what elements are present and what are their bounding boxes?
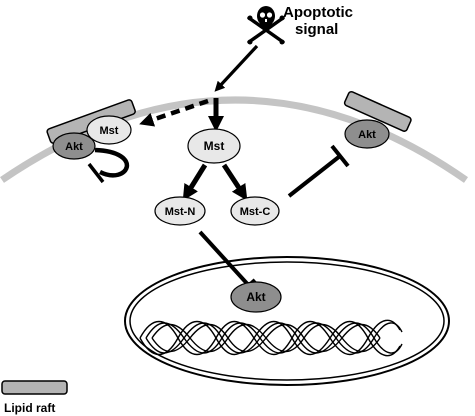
inhibition-bar-c <box>330 144 350 168</box>
mst-center-label: Mst <box>204 139 225 153</box>
translocation-dashed-arrow <box>139 98 209 127</box>
mst-n-label: Mst-N <box>165 206 196 218</box>
mst-center-node <box>187 128 241 164</box>
lipid-raft-right <box>343 90 412 132</box>
akt-right-node <box>344 119 390 149</box>
akt-nucleus-node <box>230 281 282 313</box>
mst-c-node <box>230 196 280 226</box>
legend-raft-swatch <box>1 380 68 395</box>
mst-c-label: Mst-C <box>240 206 271 218</box>
akt-left-node <box>52 132 96 160</box>
mst-membrane-node <box>86 115 132 145</box>
self-inhibition-bar <box>87 162 105 184</box>
signal-label-line1: Apoptotic <box>283 4 353 21</box>
self-inhibition-curve <box>94 147 130 178</box>
mst-membrane-label: Mst <box>100 125 119 137</box>
mst-n-node <box>154 196 206 226</box>
nucleus <box>124 256 450 386</box>
inhibition-line-n <box>198 230 254 291</box>
nucleus-inner <box>129 261 445 381</box>
signal-arrow <box>214 44 259 92</box>
cleavage-arrow-n <box>182 163 208 201</box>
dna-helix <box>139 319 403 357</box>
skull-crossbones-icon <box>247 6 285 45</box>
legend-label: Lipid raft <box>4 401 55 415</box>
inhibition-line-c <box>287 154 342 198</box>
akt-left-label: Akt <box>65 141 83 153</box>
cleavage-arrow-c <box>221 163 248 201</box>
akt-nucleus-label: Akt <box>246 290 265 304</box>
akt-right-label: Akt <box>358 129 376 141</box>
signal-label-line2: signal <box>295 21 338 38</box>
